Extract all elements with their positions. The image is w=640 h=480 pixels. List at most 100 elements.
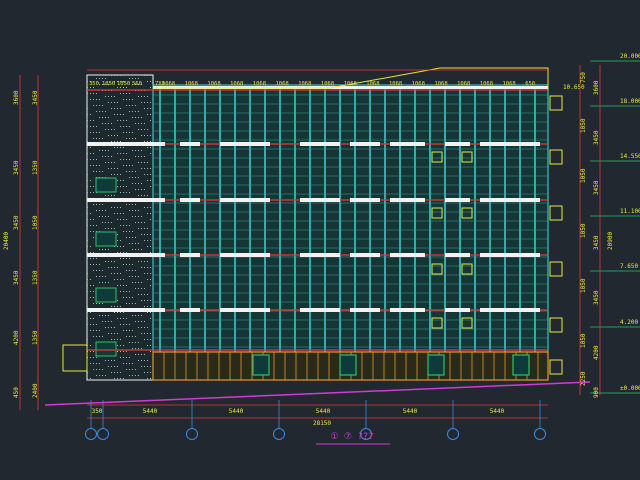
hatch-dot (96, 357, 97, 358)
hatch-dot (111, 339, 112, 340)
hatch-dot (93, 285, 94, 286)
hatch-dot (111, 267, 112, 268)
hatch-dot (93, 87, 94, 88)
top-dim-label: 1068 (344, 81, 357, 87)
hatch-dot (135, 105, 136, 106)
hatch-dot (108, 261, 109, 262)
hatch-dot (123, 312, 124, 313)
hatch-dot (132, 231, 133, 232)
hatch-dot (96, 336, 97, 337)
elevation-label: 4.200 (620, 319, 638, 326)
hatch-dot (93, 132, 94, 133)
hatch-dot (129, 165, 130, 166)
hatch-dot (87, 81, 88, 82)
hatch-dot (114, 360, 115, 361)
hatch-dot (114, 81, 115, 82)
hatch-dot (123, 345, 124, 346)
hatch-dot (117, 240, 118, 241)
hatch-dot (108, 249, 109, 250)
hatch-dot (135, 117, 136, 118)
hatch-dot (150, 207, 151, 208)
hatch-dot (144, 168, 145, 169)
hatch-dot (147, 75, 148, 76)
hatch-dot (147, 234, 148, 235)
hatch-dot (93, 138, 94, 139)
right-dim-label: 3450 (593, 290, 600, 305)
hatch-dot (132, 177, 133, 178)
hatch-dot (90, 93, 91, 94)
hatch-dot (126, 330, 127, 331)
hatch-dot (138, 195, 139, 196)
ground-line (44, 381, 591, 406)
hatch-dot (135, 369, 136, 370)
hatch-dot (150, 81, 151, 82)
hatch-dot (147, 207, 148, 208)
hatch-dot (126, 132, 127, 133)
axis-bubble (447, 428, 459, 440)
hatch-dot (129, 177, 130, 178)
hatch-dot (150, 87, 151, 88)
hatch-dot (120, 147, 121, 148)
hatch-dot (102, 315, 103, 316)
hatch-dot (87, 258, 88, 259)
hatch-dot (147, 339, 148, 340)
hatch-dot (123, 363, 124, 364)
hatch-dot (90, 231, 91, 232)
sill-band (300, 308, 340, 312)
hatch-dot (138, 228, 139, 229)
hatch-dot (147, 129, 148, 130)
hatch-dot (141, 189, 142, 190)
elevation-label: 18.000 (620, 98, 640, 105)
top-dim-label: 1068 (434, 81, 447, 87)
hatch-dot (141, 150, 142, 151)
hatch-dot (117, 87, 118, 88)
hatch-dot (144, 222, 145, 223)
hatch-dot (138, 288, 139, 289)
hatch-dot (123, 87, 124, 88)
hatch-dot (135, 348, 136, 349)
hatch-dot (93, 126, 94, 127)
hatch-dot (141, 102, 142, 103)
hatch-dot (87, 93, 88, 94)
hatch-dot (114, 207, 115, 208)
hatch-dot (90, 312, 91, 313)
edge-marker (549, 317, 563, 333)
hatch-dot (123, 153, 124, 154)
hatch-dot (147, 81, 148, 82)
hatch-dot (123, 192, 124, 193)
hatch-dot (114, 228, 115, 229)
edge-marker (549, 205, 563, 221)
hatch-dot (126, 105, 127, 106)
elevation-label: 20.000 (620, 53, 640, 60)
hatch-dot (117, 180, 118, 181)
hatch-dot (90, 219, 91, 220)
hatch-dot (138, 276, 139, 277)
hatch-dot (120, 87, 121, 88)
hatch-dot (120, 279, 121, 280)
hatch-dot (111, 327, 112, 328)
hatch-dot (147, 246, 148, 247)
hatch-dot (96, 225, 97, 226)
hatch-dot (132, 165, 133, 166)
hatch-dot (120, 207, 121, 208)
tower-window (95, 177, 117, 193)
hatch-dot (105, 321, 106, 322)
hatch-dot (126, 351, 127, 352)
sill-band (220, 308, 270, 312)
right-dim-label: 3600 (593, 80, 600, 95)
hatch-dot (138, 117, 139, 118)
hatch-dot (138, 189, 139, 190)
hatch-dot (126, 99, 127, 100)
sill-band (480, 142, 540, 146)
hatch-dot (117, 333, 118, 334)
axis-bubble (534, 428, 546, 440)
bottom-dim-label: 5440 (143, 408, 158, 415)
vent-mark (431, 263, 443, 275)
hatch-dot (132, 216, 133, 217)
hatch-dot (150, 141, 151, 142)
hatch-dot (147, 306, 148, 307)
hatch-dot (126, 186, 127, 187)
hatch-dot (114, 102, 115, 103)
hatch-dot (123, 378, 124, 379)
hatch-dot (129, 276, 130, 277)
